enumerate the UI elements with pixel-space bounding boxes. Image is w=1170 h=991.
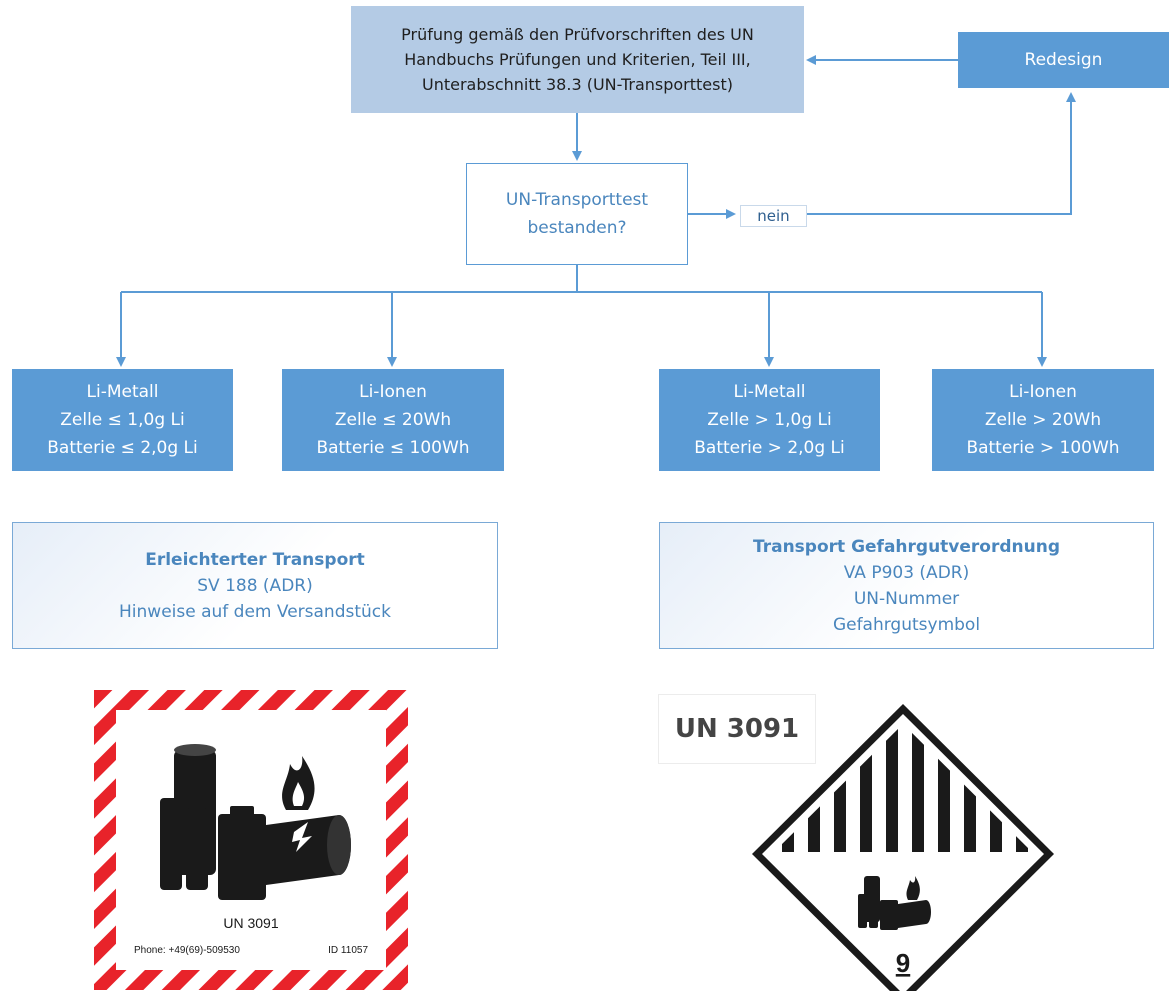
category-title: Li-Ionen <box>1009 382 1077 402</box>
test-procedure-line-2: Handbuchs Prüfungen und Kriterien, Teil … <box>404 50 751 69</box>
decision-line-1: UN-Transporttest <box>505 190 649 210</box>
category-li-metal-large: Li-Metall Zelle > 1,0g Li Batterie > 2,0… <box>659 369 880 471</box>
test-procedure-line-1: Prüfung gemäß den Prüfvorschriften des U… <box>401 25 754 44</box>
test-procedure-box: Prüfung gemäß den Prüfvorschriften des U… <box>351 6 804 113</box>
battery-icon <box>858 876 931 930</box>
category-title: Li-Metall <box>733 382 806 402</box>
decision-line-2: bestanden? <box>527 218 627 238</box>
class-number: 9 <box>896 948 910 978</box>
category-battery-limit: Batterie ≤ 100Wh <box>316 438 470 458</box>
category-battery-limit: Batterie > 2,0g Li <box>694 438 845 458</box>
info-line: Gefahrgutsymbol <box>832 614 981 635</box>
label-id: ID 11057 <box>328 945 368 956</box>
category-title: Li-Metall <box>86 382 159 402</box>
nein-label: nein <box>740 205 807 227</box>
category-li-metal-small: Li-Metall Zelle ≤ 1,0g Li Batterie ≤ 2,0… <box>12 369 233 471</box>
class-9-hazard-diamond: 9 <box>752 704 1054 991</box>
info-line: Hinweise auf dem Versandstück <box>119 601 391 622</box>
category-cell-limit: Zelle > 20Wh <box>984 410 1102 430</box>
category-cell-limit: Zelle > 1,0g Li <box>707 410 832 430</box>
redesign-label: Redesign <box>1024 50 1103 70</box>
category-battery-limit: Batterie > 100Wh <box>966 438 1120 458</box>
flame-icon <box>906 876 920 900</box>
flame-icon <box>282 756 315 852</box>
info-simplified-transport: Erleichterter Transport SV 188 (ADR) Hin… <box>12 522 498 649</box>
info-title: Transport Gefahrgutverordnung <box>752 536 1061 557</box>
category-li-ion-large: Li-Ionen Zelle > 20Wh Batterie > 100Wh <box>932 369 1154 471</box>
category-cell-limit: Zelle ≤ 1,0g Li <box>60 410 185 430</box>
info-line: SV 188 (ADR) <box>197 575 313 596</box>
battery-icon <box>160 744 351 900</box>
un-number-box: UN 3091 <box>658 694 816 764</box>
redesign-box: Redesign <box>958 32 1169 88</box>
info-line: VA P903 (ADR) <box>843 562 970 583</box>
label-un-number: UN 3091 <box>223 915 278 931</box>
lithium-battery-label: UN 3091 Phone: +49(69)-509530 ID 11057 <box>94 690 408 990</box>
category-title: Li-Ionen <box>359 382 427 402</box>
category-cell-limit: Zelle ≤ 20Wh <box>334 410 452 430</box>
test-procedure-line-3: Unterabschnitt 38.3 (UN-Transporttest) <box>422 75 733 94</box>
info-dangerous-goods-transport: Transport Gefahrgutverordnung VA P903 (A… <box>659 522 1154 649</box>
category-battery-limit: Batterie ≤ 2,0g Li <box>47 438 198 458</box>
label-phone: Phone: +49(69)-509530 <box>134 945 240 956</box>
arrow-nein-to-redesign <box>807 92 1076 215</box>
info-line: UN-Nummer <box>853 588 960 609</box>
info-title: Erleichterter Transport <box>145 549 365 570</box>
category-li-ion-small: Li-Ionen Zelle ≤ 20Wh Batterie ≤ 100Wh <box>282 369 504 471</box>
decision-box: UN-Transporttest bestanden? <box>466 163 688 265</box>
